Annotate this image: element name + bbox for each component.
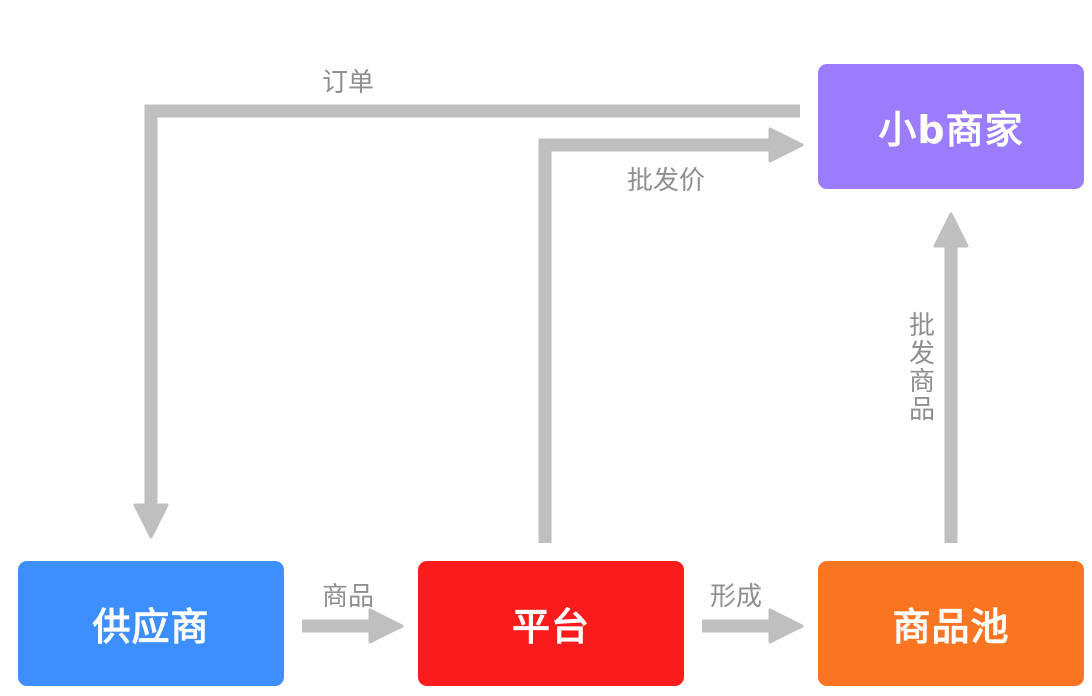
edge-goods-arrow	[302, 608, 404, 644]
edge-label-order: 订单	[322, 68, 375, 98]
edge-form-arrow	[702, 608, 804, 644]
node-goods-pool: 商品池	[818, 561, 1084, 686]
edge-wholesale-price-arrow	[538, 127, 804, 543]
node-supplier: 供应商	[18, 561, 284, 686]
edge-order-arrow	[133, 104, 800, 539]
edge-label-wholesale-goods: 批发商品	[908, 311, 935, 425]
edge-wholesale-goods-arrow	[933, 212, 969, 543]
node-platform: 平台	[418, 561, 684, 686]
edge-label-form: 形成	[710, 582, 763, 612]
node-small-b-merchant: 小b商家	[818, 64, 1084, 189]
edge-label-wholesale-price: 批发价	[627, 166, 706, 196]
edge-label-goods: 商品	[322, 582, 375, 612]
